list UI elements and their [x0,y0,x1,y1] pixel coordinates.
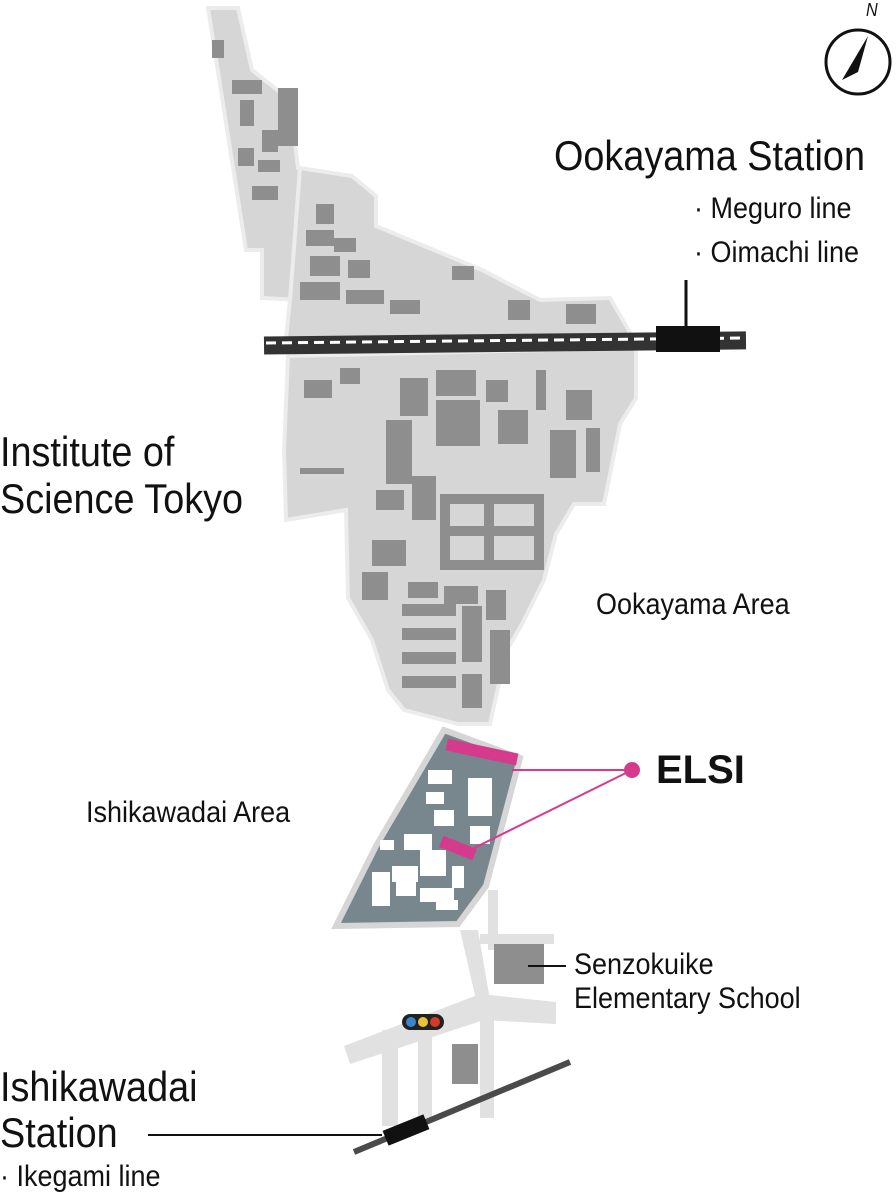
ookayama-campus-north-east [283,165,636,355]
ishikawadai-area-label: Ishikawadai Area [86,796,291,829]
ishikawadai-station-line1: Ishikawadai [0,1063,198,1110]
ookayama-line-oimachi: · Oimachi line [694,236,860,269]
south-roads [344,890,556,1126]
elsi-label: ELSI [656,748,745,792]
ookayama-buildings [212,40,600,708]
ookayama-line-meguro: · Meguro line [694,192,852,225]
school-name-line2: Elementary School [574,981,801,1015]
senzokuike-school-building [494,944,544,984]
elsi-marker [624,762,640,778]
compass-north-label: N [866,0,878,20]
institute-name-line1: Institute of [0,428,175,475]
ishikawadai-buildings [372,770,492,910]
traffic-light-icon [402,1014,444,1030]
ookayama-station-platform [656,326,720,352]
institute-name: Institute of Science Tokyo [0,428,243,522]
senzokuike-school-label: Senzokuike Elementary School [574,948,801,1015]
elsi-building-1 [445,738,519,766]
ishikawadai-station-platform [382,1114,430,1146]
ishikawadai-station-line2: Station [0,1109,118,1157]
school-name-line1: Senzokuike [574,948,714,981]
elsi-building-2 [439,835,477,861]
ookayama-rail-track [263,331,747,355]
ishikawadai-line-ikegami: · Ikegami line [0,1160,161,1193]
institute-name-line2: Science Tokyo [0,475,244,523]
ookayama-area-label: Ookayama Area [596,588,790,621]
ishikawadai-station-name: Ishikawadai Station [0,1063,198,1157]
ookayama-station-name: Ookayama Station [554,132,865,179]
north-arrow-icon [824,28,892,96]
